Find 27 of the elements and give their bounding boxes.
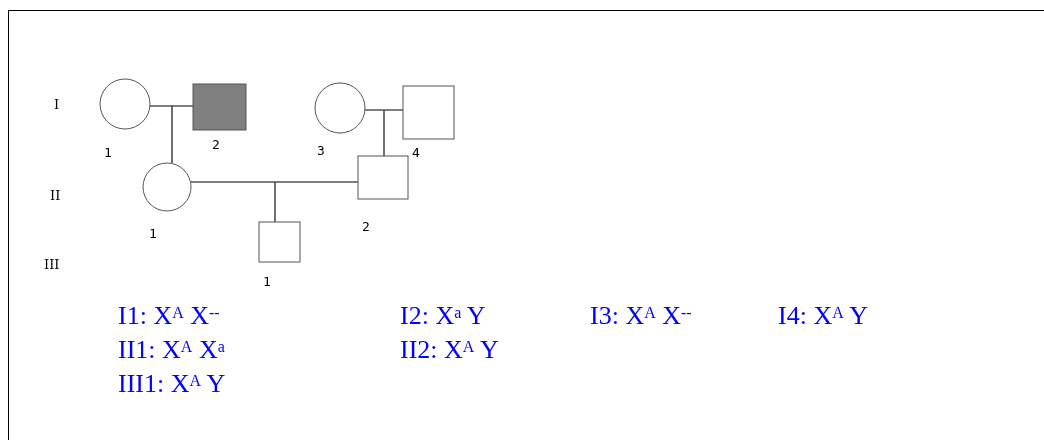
genotype-label: I2: X$^{a}$ Y <box>400 302 486 330</box>
genotype-label: I1: X$^{A}$ X$^{--}$ <box>118 302 220 330</box>
individual-number: 2 <box>212 138 220 152</box>
descent-line <box>171 105 194 164</box>
genotype-label: II1: X$^{A}$ X$^{a}$ <box>118 336 225 364</box>
male-square <box>259 222 300 262</box>
individual-number: 1 <box>104 146 112 160</box>
individual-number: 4 <box>412 146 420 160</box>
female-circle <box>143 163 191 211</box>
generation-label: III <box>44 258 60 272</box>
descent-line <box>274 181 359 223</box>
individual-number: 1 <box>149 227 157 241</box>
individual-number: 2 <box>362 220 370 234</box>
generation-label: II <box>50 189 61 203</box>
generation-label: I <box>54 98 60 112</box>
descent-line <box>383 109 404 157</box>
affected-male-square <box>193 84 246 130</box>
male-square <box>358 156 408 199</box>
individual-number: 3 <box>317 144 325 158</box>
genotype-label: II2: X$^{A}$ Y <box>400 336 499 364</box>
genotype-label: III1: X$^{A}$ Y <box>118 370 226 398</box>
genotype-label: I3: X$^{A}$ X$^{--}$ <box>590 302 692 330</box>
female-circle <box>100 79 150 129</box>
male-square <box>403 86 454 139</box>
female-circle <box>315 83 365 133</box>
individual-number: 1 <box>263 275 271 289</box>
genotype-label: I4: X$^{A}$ Y <box>778 302 869 330</box>
